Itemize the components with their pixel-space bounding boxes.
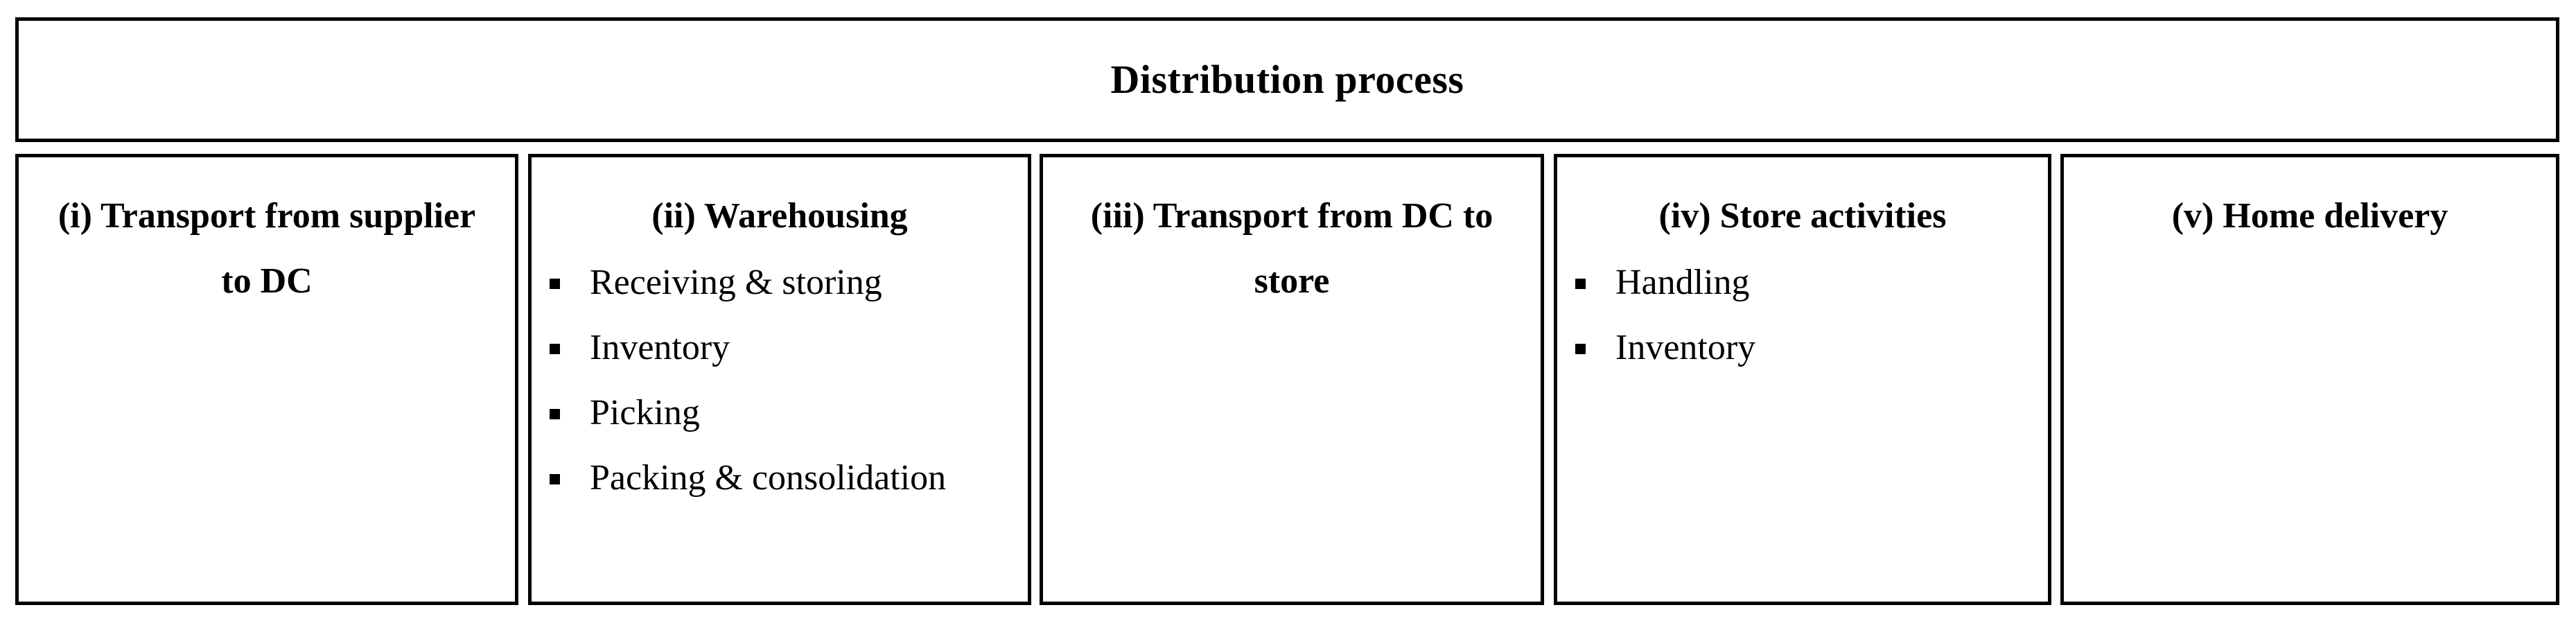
stage-title: (i) Transport from supplier to DC [58,196,476,301]
list-item: Inventory [1574,315,2037,381]
list-item-label: Inventory [1615,328,1756,367]
list-item-label: Packing & consolidation [590,458,947,498]
list-item-label: Picking [590,393,700,432]
stage-row: (i) Transport from supplier to DC (ii) W… [15,154,2559,605]
list-item: Inventory [548,315,1017,381]
stage-box-store-activities: (iv) Store activities Handling Inventory [1554,154,2051,605]
bullet-square-icon [1575,344,1586,354]
stage-box-warehousing: (ii) Warehousing Receiving & storing Inv… [528,154,1031,605]
bullet-square-icon [550,279,560,289]
list-item: Picking [548,381,1017,446]
diagram-title-box: Distribution process [15,17,2559,142]
list-item: Handling [1574,250,2037,315]
stage-title: (v) Home delivery [2171,196,2448,236]
list-item: Receiving & storing [548,250,1017,315]
stage-title: (ii) Warehousing [651,196,908,236]
stage-title: (iv) Store activities [1658,196,1947,236]
stage-box-transport-supplier-to-dc: (i) Transport from supplier to DC [15,154,518,605]
bullet-square-icon [1575,279,1586,289]
bullet-square-icon [550,344,560,354]
stage-title: (iii) Transport from DC to store [1090,196,1493,301]
list-item: Packing & consolidation [548,446,1017,511]
page-title: Distribution process [1110,56,1464,102]
list-item-label: Handling [1615,263,1750,302]
bullet-square-icon [550,474,560,484]
distribution-process-diagram: Distribution process (i) Transport from … [15,17,2559,605]
bullet-square-icon [550,409,560,419]
stage-bullet-list: Receiving & storing Inventory Picking Pa… [543,250,1017,511]
list-item-label: Inventory [590,328,730,367]
list-item-label: Receiving & storing [590,263,882,302]
stage-bullet-list: Handling Inventory [1568,250,2037,381]
stage-box-transport-dc-to-store: (iii) Transport from DC to store [1040,154,1544,605]
stage-box-home-delivery: (v) Home delivery [2060,154,2559,605]
